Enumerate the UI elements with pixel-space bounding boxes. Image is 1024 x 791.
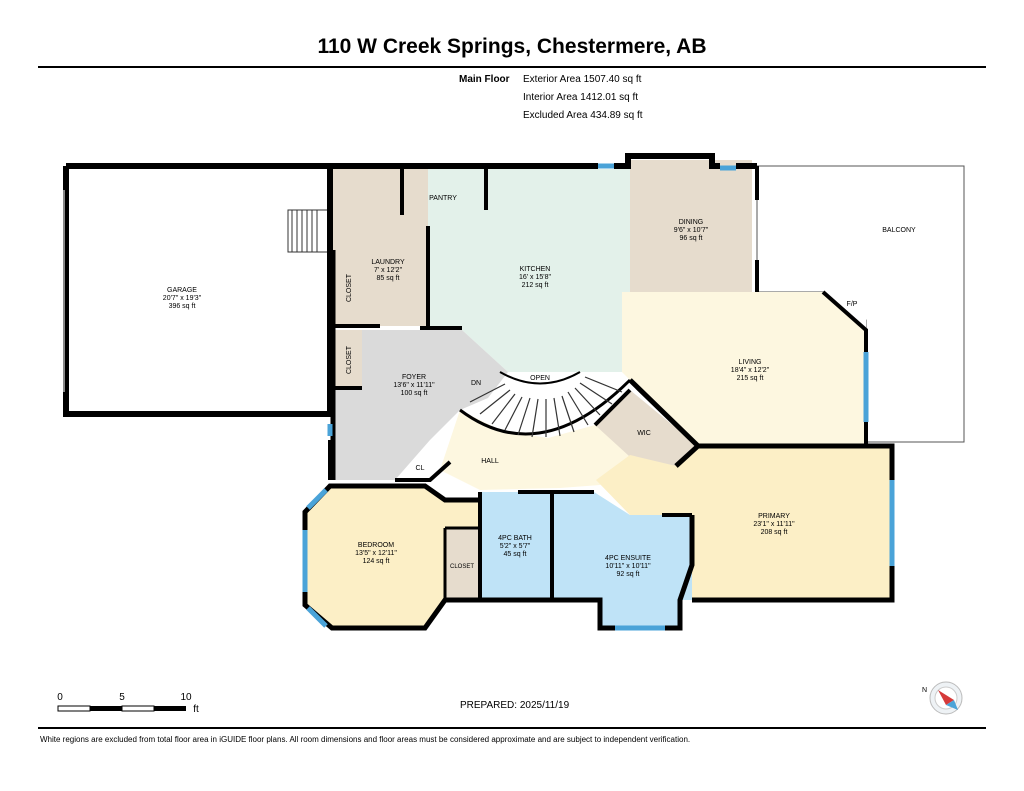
cl-label: CL [416, 465, 425, 472]
interior-area: Interior Area 1412.01 sq ft [523, 92, 639, 103]
foyer-room[interactable] [330, 330, 508, 480]
primary-label: PRIMARY [758, 513, 790, 520]
dining-dims: 9'6" x 10'7" [674, 227, 709, 234]
living-area: 215 sq ft [737, 375, 764, 382]
garage-steps [287, 209, 329, 253]
living-room[interactable] [622, 292, 866, 446]
living-label: LIVING [739, 359, 762, 366]
ensuite-area: 92 sq ft [617, 571, 640, 578]
laundry-dims: 7' x 12'2" [374, 267, 403, 274]
title-divider [38, 66, 986, 68]
balcony-label: BALCONY [882, 227, 916, 234]
scale-tick-0: 0 [57, 692, 63, 703]
primary-area: 208 sq ft [761, 529, 788, 536]
pantry-label: PANTRY [429, 195, 457, 202]
compass-icon: N [922, 681, 963, 715]
hall-area[interactable] [440, 410, 630, 490]
excluded-area: Excluded Area 434.89 sq ft [523, 110, 643, 121]
windows [302, 163, 895, 631]
scale-unit: ft [193, 704, 199, 715]
primary-dims: 23'1" x 11'11" [753, 521, 795, 528]
wic-room[interactable] [595, 390, 698, 466]
hall-label: HALL [481, 458, 499, 465]
closet-upper-label: CLOSET [346, 273, 353, 302]
garage-dims: 20'7" x 19'3" [163, 295, 202, 302]
kitchen-label: KITCHEN [520, 266, 551, 273]
laundry-area: 85 sq ft [377, 275, 400, 282]
bedroom-dims: 13'5" x 12'11" [355, 550, 397, 557]
bath-area: 45 sq ft [504, 551, 527, 558]
living-dims: 18'4" x 12'2" [731, 367, 770, 374]
foyer-area: 100 sq ft [401, 390, 428, 397]
garage-room[interactable] [66, 166, 330, 414]
page-title: 110 W Creek Springs, Chestermere, AB [317, 35, 707, 58]
foyer-dims: 13'6" x 11'11" [393, 382, 435, 389]
dining-area: 96 sq ft [680, 235, 703, 242]
footer-divider [38, 727, 986, 729]
ensuite-room[interactable] [552, 492, 692, 628]
floor-label: Main Floor [459, 74, 510, 85]
bedroom-room[interactable] [305, 486, 478, 628]
stairs-dn-label: DN [471, 380, 481, 387]
ensuite-label: 4PC ENSUITE [605, 555, 651, 562]
closet-upper[interactable] [334, 250, 362, 326]
bedroom-label: BEDROOM [358, 542, 394, 549]
bedroom-area: 124 sq ft [363, 558, 390, 565]
kitchen-area: 212 sq ft [522, 282, 549, 289]
closet-bedroom-label: CLOSET [450, 564, 474, 570]
prepared-date: PREPARED: 2025/11/19 [460, 700, 570, 711]
garage-area: 396 sq ft [169, 303, 196, 310]
garage-label: GARAGE [167, 287, 197, 294]
bath-label: 4PC BATH [498, 535, 532, 542]
disclaimer-text: White regions are excluded from total fl… [40, 735, 691, 744]
compass-label: N [922, 687, 927, 694]
closet-lower[interactable] [334, 330, 362, 388]
dining-label: DINING [679, 219, 704, 226]
scale-tick-5: 5 [119, 692, 125, 703]
closet-bedroom[interactable] [445, 528, 478, 600]
bath-room[interactable] [480, 492, 550, 600]
scale-bar: 0 5 10 ft [57, 692, 199, 715]
primary-room[interactable] [596, 446, 892, 600]
foyer-label: FOYER [402, 374, 426, 381]
bath-dims: 5'2" x 5'7" [500, 543, 531, 550]
dining-room[interactable] [630, 160, 752, 292]
exterior-area: Exterior Area 1507.40 sq ft [523, 74, 642, 85]
ensuite-dims: 10'11" x 10'11" [605, 563, 651, 570]
kitchen-room[interactable] [428, 169, 630, 372]
staircase [459, 371, 632, 438]
open-label: OPEN [530, 375, 550, 382]
scale-tick-10: 10 [180, 692, 192, 703]
closet-lower-label: CLOSET [346, 345, 353, 374]
wic-label: WIC [637, 430, 651, 437]
kitchen-dims: 16' x 15'8" [519, 274, 552, 281]
fireplace-label: F/P [847, 301, 858, 308]
laundry-label: LAUNDRY [371, 259, 405, 266]
